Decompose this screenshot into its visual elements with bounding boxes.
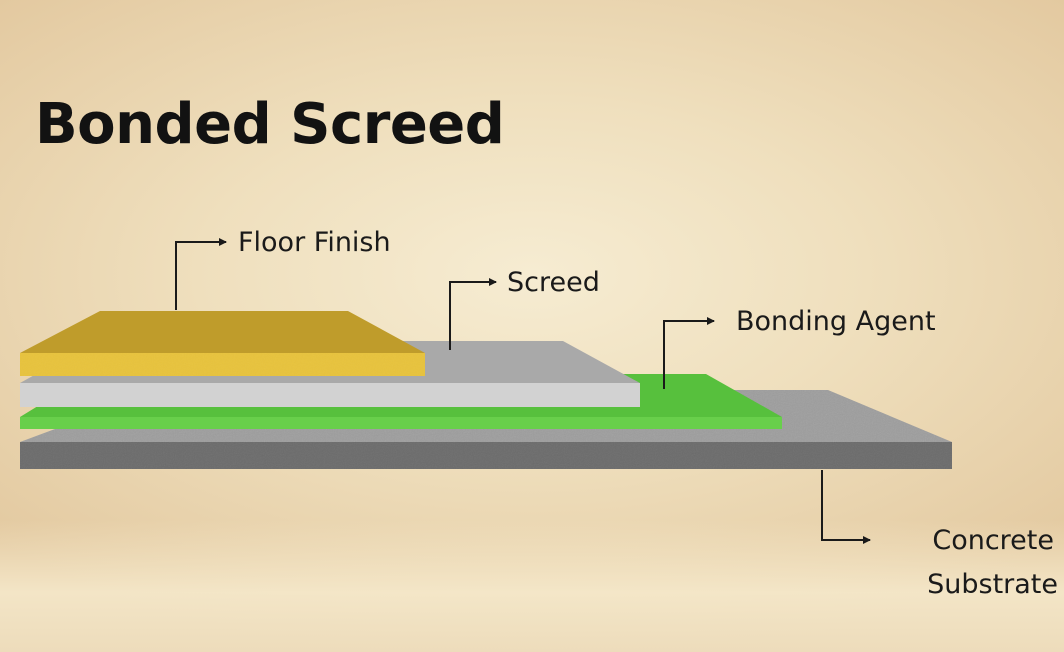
bonding-agent-side bbox=[20, 417, 782, 429]
screed-leader bbox=[449, 278, 497, 350]
bonding-agent-label: Bonding Agent bbox=[736, 306, 936, 337]
concrete-substrate-label-line2: Substrate bbox=[927, 569, 1058, 600]
bonding-agent-leader bbox=[663, 317, 715, 389]
screed-side bbox=[20, 383, 640, 407]
concrete-substrate-label-line1: Concrete bbox=[932, 525, 1054, 556]
floor-finish-label: Floor Finish bbox=[238, 227, 391, 258]
concrete-substrate-leader bbox=[821, 470, 871, 544]
floor-finish-top bbox=[20, 311, 425, 353]
diagram-title: Bonded Screed bbox=[35, 92, 505, 157]
floor-finish-leader bbox=[175, 238, 227, 310]
floor-glow bbox=[0, 520, 1064, 652]
floor-finish-layer bbox=[20, 311, 425, 376]
screed-label: Screed bbox=[507, 267, 600, 298]
